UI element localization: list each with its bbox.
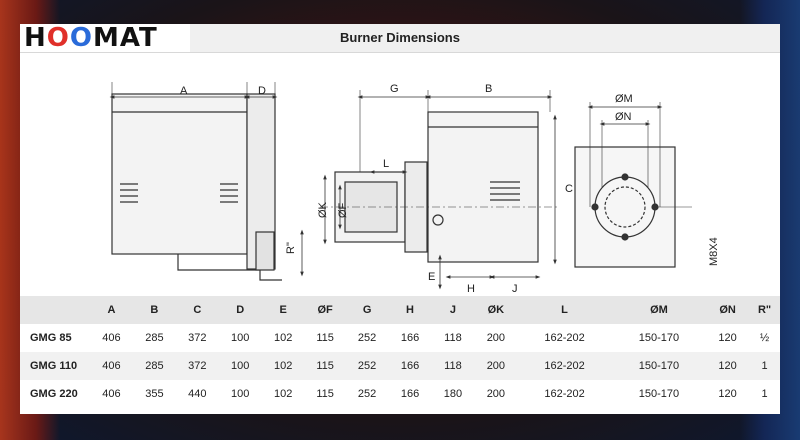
label-phi-k: ØK xyxy=(317,201,329,218)
value-cell: 180 xyxy=(443,388,463,400)
header-cell: A xyxy=(107,304,116,316)
header-cell: ØF xyxy=(317,304,333,316)
value-cell: 102 xyxy=(273,360,293,372)
label-e: E xyxy=(428,271,435,283)
value-cell: 120 xyxy=(718,388,737,400)
value-cell: 162-202 xyxy=(544,332,585,344)
header-cell: C xyxy=(193,304,202,316)
model-cell: GMG 220 xyxy=(30,388,78,400)
value-cell: 100 xyxy=(231,360,250,372)
table-row: GMG 85 406 285 372 100 102 115 252 166 1… xyxy=(20,324,780,352)
value-cell: 1 xyxy=(761,388,768,400)
value-cell: 285 xyxy=(145,332,164,344)
header-cell: ØN xyxy=(719,304,736,316)
value-cell: 200 xyxy=(486,360,506,372)
value-cell: 285 xyxy=(145,360,164,372)
value-cell: 162-202 xyxy=(544,388,585,400)
value-cell: 162-202 xyxy=(544,360,585,372)
value-cell: 150-170 xyxy=(638,332,680,344)
side-view xyxy=(109,82,304,281)
table-row: GMG 220 406 355 440 100 102 115 252 166 … xyxy=(20,380,780,408)
header-cell: H xyxy=(406,304,414,316)
spec-sheet: Burner Dimensions HOOMAT xyxy=(20,24,780,414)
header-cell xyxy=(20,296,90,324)
label-l: L xyxy=(383,158,389,170)
value-cell: 252 xyxy=(357,388,377,400)
value-cell: 120 xyxy=(718,360,737,372)
table-header-row: A B C D E ØF G H J ØK L ØM ØN R" xyxy=(20,296,780,324)
value-cell: 440 xyxy=(188,388,207,400)
value-cell: 150-170 xyxy=(638,360,680,372)
value-cell: 166 xyxy=(400,332,420,344)
dimension-drawing: A D R" xyxy=(20,52,780,302)
logo-wordmark: HOOMAT xyxy=(24,23,158,53)
header-cell: ØK xyxy=(487,304,505,316)
value-cell: 200 xyxy=(486,332,506,344)
value-cell: 100 xyxy=(231,388,250,400)
header-cell: R" xyxy=(757,304,772,316)
value-cell: 372 xyxy=(188,332,207,344)
brand-logo: HOOMAT xyxy=(20,24,190,52)
value-cell: 115 xyxy=(316,360,334,372)
value-cell: 200 xyxy=(486,388,506,400)
label-d: D xyxy=(258,85,266,97)
model-cell: GMG 85 xyxy=(30,332,72,344)
value-cell: 166 xyxy=(400,388,420,400)
header-cell: L xyxy=(561,304,568,316)
value-cell: 120 xyxy=(718,332,737,344)
value-cell: 118 xyxy=(444,360,462,372)
label-g: G xyxy=(390,83,399,95)
value-cell: 102 xyxy=(273,332,293,344)
value-cell: 115 xyxy=(316,332,334,344)
value-cell: 118 xyxy=(444,332,462,344)
value-cell: 252 xyxy=(357,332,377,344)
label-r: R" xyxy=(285,242,297,254)
table-row: GMG 110 406 285 372 100 102 115 252 166 … xyxy=(20,352,780,380)
value-cell: 1 xyxy=(761,360,768,372)
header-cell: D xyxy=(236,304,245,316)
dimensions-table: A B C D E ØF G H J ØK L ØM ØN R" GMG 85 … xyxy=(20,296,780,408)
flange-view xyxy=(574,102,692,268)
label-phi-n: ØN xyxy=(615,111,632,123)
value-cell: 102 xyxy=(273,388,293,400)
label-phi-f: ØF xyxy=(337,202,349,218)
label-m8x4: M8X4 xyxy=(708,237,720,266)
header-cell: B xyxy=(150,304,159,316)
value-cell: 150-170 xyxy=(638,388,680,400)
label-b: B xyxy=(485,83,492,95)
value-cell: 372 xyxy=(188,360,207,372)
page-title: Burner Dimensions xyxy=(340,30,460,45)
value-cell: 100 xyxy=(231,332,250,344)
label-c: C xyxy=(565,183,573,195)
header-cell: ØM xyxy=(650,304,668,316)
technical-drawing: A D R" xyxy=(109,82,720,295)
label-a: A xyxy=(180,85,188,97)
label-h: H xyxy=(467,283,475,295)
value-cell: 406 xyxy=(102,388,121,400)
model-cell: GMG 110 xyxy=(30,360,78,372)
header-cell: G xyxy=(362,304,372,316)
value-cell: 406 xyxy=(102,332,121,344)
front-view xyxy=(320,90,560,290)
header-cell: E xyxy=(279,304,287,316)
value-cell: 355 xyxy=(145,388,164,400)
header-cell: J xyxy=(449,304,456,316)
value-cell: 252 xyxy=(357,360,377,372)
value-cell: 166 xyxy=(400,360,420,372)
value-cell: ½ xyxy=(759,332,770,344)
label-j: J xyxy=(512,283,518,295)
value-cell: 406 xyxy=(102,360,121,372)
label-phi-m: ØM xyxy=(615,93,633,105)
value-cell: 115 xyxy=(316,388,334,400)
